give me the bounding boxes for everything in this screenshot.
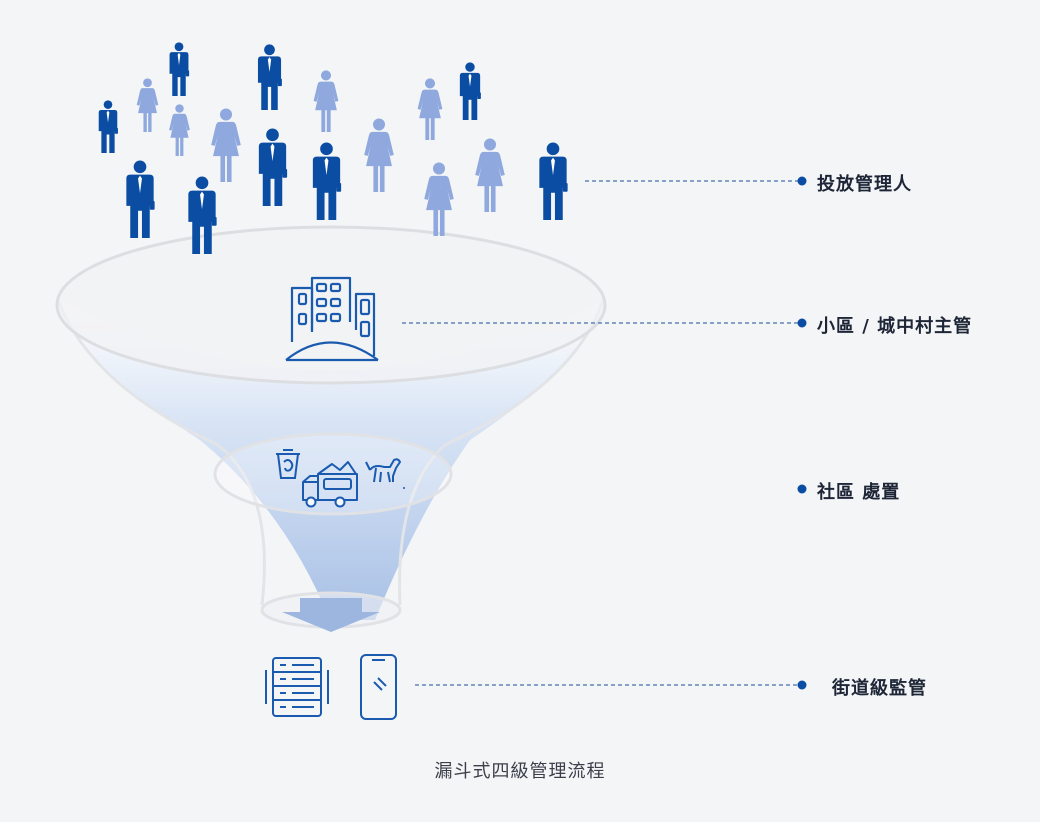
leader-lines [402, 180, 800, 686]
label-level3: 社區 處置 [817, 482, 901, 503]
woman-icon [136, 78, 159, 132]
diagram-caption: 漏斗式四級管理流程 [434, 761, 606, 782]
trash-bin-icon [276, 449, 300, 479]
label-level4: 街道級監管 [832, 678, 927, 699]
funnel-body [58, 300, 603, 620]
label-level1: 投放管理人 [817, 174, 912, 195]
man-icon [169, 42, 190, 96]
woman-icon [364, 118, 394, 192]
garbage-truck-icon [302, 461, 358, 508]
woman-icon [424, 162, 454, 236]
man-icon [459, 62, 481, 120]
people-crowd [98, 42, 568, 254]
man-icon [312, 142, 342, 220]
smartphone-icon [360, 654, 397, 720]
dog-icon [365, 458, 401, 483]
woman-icon [475, 138, 505, 212]
woman-icon [211, 108, 241, 182]
man-icon [258, 128, 288, 206]
server-rack-icon [265, 657, 329, 717]
woman-icon [313, 70, 339, 132]
funnel-arrow [282, 598, 380, 632]
leader-dots [797, 176, 807, 690]
man-icon [126, 160, 155, 238]
man-icon [539, 142, 568, 220]
label-level2: 小區 / 城中村主管 [817, 316, 973, 337]
man-icon [257, 44, 282, 110]
funnel-left-wall [56, 299, 266, 606]
funnel-right-wall [398, 299, 605, 606]
woman-icon [169, 104, 190, 156]
building-icon [285, 276, 379, 362]
woman-icon [417, 78, 443, 140]
man-icon [98, 100, 118, 153]
